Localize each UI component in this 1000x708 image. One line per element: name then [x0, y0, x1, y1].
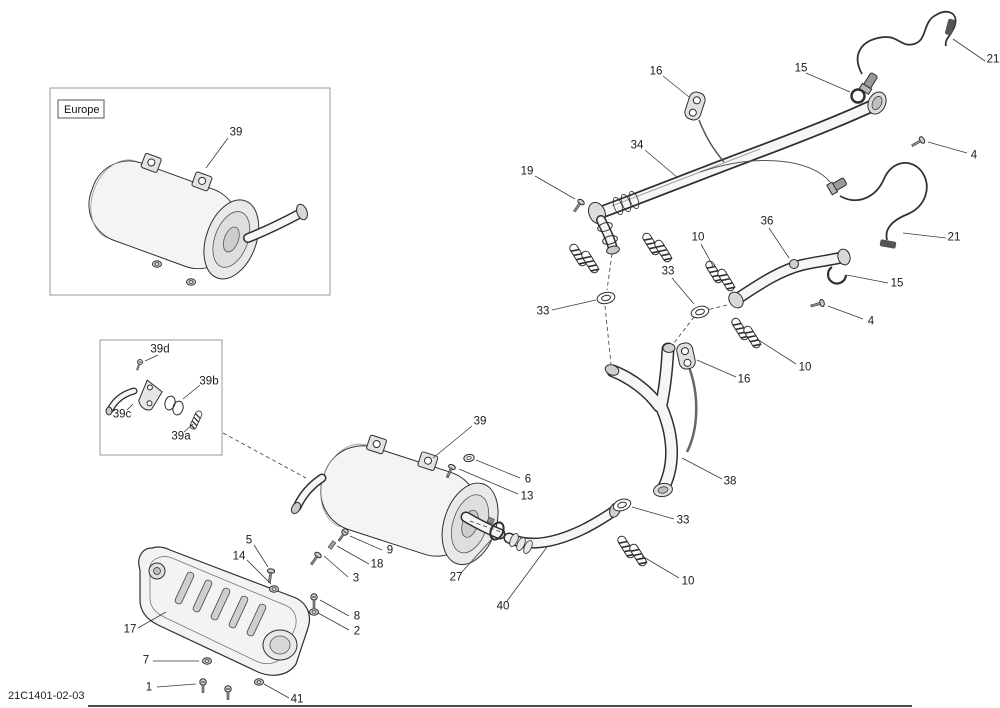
callout-39: 39: [473, 415, 487, 428]
callout-40: 40: [496, 600, 510, 613]
alignment-dashes: [222, 253, 728, 534]
callout-36: 36: [760, 215, 774, 228]
callout-5: 5: [245, 534, 253, 547]
callout-13: 13: [520, 490, 534, 503]
callout-21: 21: [947, 231, 961, 244]
rear-y-pipe: [604, 342, 698, 498]
callout-6: 6: [524, 473, 532, 486]
tail-pipe: [503, 502, 621, 554]
callout-33: 33: [661, 265, 675, 278]
callout-33: 33: [676, 514, 690, 527]
callout-8: 8: [353, 610, 361, 623]
heat-shield: [138, 546, 311, 676]
callout-15: 15: [794, 62, 808, 75]
main-muffler: [290, 434, 506, 566]
pipe-bracket-strap: [684, 361, 698, 453]
leader-lines: [126, 38, 986, 699]
clamp-clip: [826, 266, 848, 285]
callout-21: 21: [986, 53, 1000, 66]
europe-inset-box: [49, 87, 331, 296]
o-ring-seal: [850, 88, 866, 104]
callout-15: 15: [890, 277, 904, 290]
middle-pipe: [728, 248, 851, 310]
oxygen-sensor-rear: [826, 162, 928, 249]
sensor-cable-front: [856, 11, 957, 75]
callout-39a: 39a: [171, 430, 191, 443]
callout-19: 19: [520, 165, 534, 178]
callout-10: 10: [691, 231, 705, 244]
callout-7: 7: [142, 654, 150, 667]
callout-2: 2: [353, 625, 361, 638]
europe-outlet-flange: [296, 203, 308, 221]
callout-17: 17: [123, 623, 137, 636]
callout-14: 14: [232, 550, 246, 563]
callout-16: 16: [649, 65, 663, 78]
gasket-kit-inset-box: [99, 339, 223, 456]
callout-9: 9: [386, 544, 394, 557]
europe-muffler: [88, 153, 308, 286]
callout-10: 10: [798, 361, 812, 374]
callout-39b: 39b: [199, 375, 219, 388]
callout-10: 10: [681, 575, 695, 588]
callout-27: 27: [449, 571, 463, 584]
callout-34: 34: [630, 139, 644, 152]
callout-33: 33: [536, 305, 550, 318]
callout-4: 4: [970, 149, 978, 162]
exhaust-hanger-top: [684, 91, 706, 121]
oxygen-sensor-front: [850, 11, 957, 150]
gasket-kit-parts: [105, 358, 204, 431]
europe-label-box: [57, 99, 105, 119]
exhaust-hanger-lower: [676, 342, 696, 370]
callout-41: 41: [290, 693, 304, 706]
callout-39c: 39c: [112, 408, 132, 421]
callout-1: 1: [145, 681, 153, 694]
fasteners: [199, 197, 586, 701]
callout-39d: 39d: [150, 343, 170, 356]
callout-16: 16: [737, 373, 751, 386]
callout-39: 39: [229, 126, 243, 139]
sensor-cable-rear: [839, 162, 928, 241]
callout-3: 3: [352, 572, 360, 585]
drawing-number: 21C1401-02-03: [8, 690, 85, 702]
callout-4: 4: [867, 315, 875, 328]
front-exhaust-pipe: [588, 91, 887, 255]
callout-18: 18: [370, 558, 384, 571]
europe-label: Europe: [64, 104, 99, 116]
callout-38: 38: [723, 475, 737, 488]
